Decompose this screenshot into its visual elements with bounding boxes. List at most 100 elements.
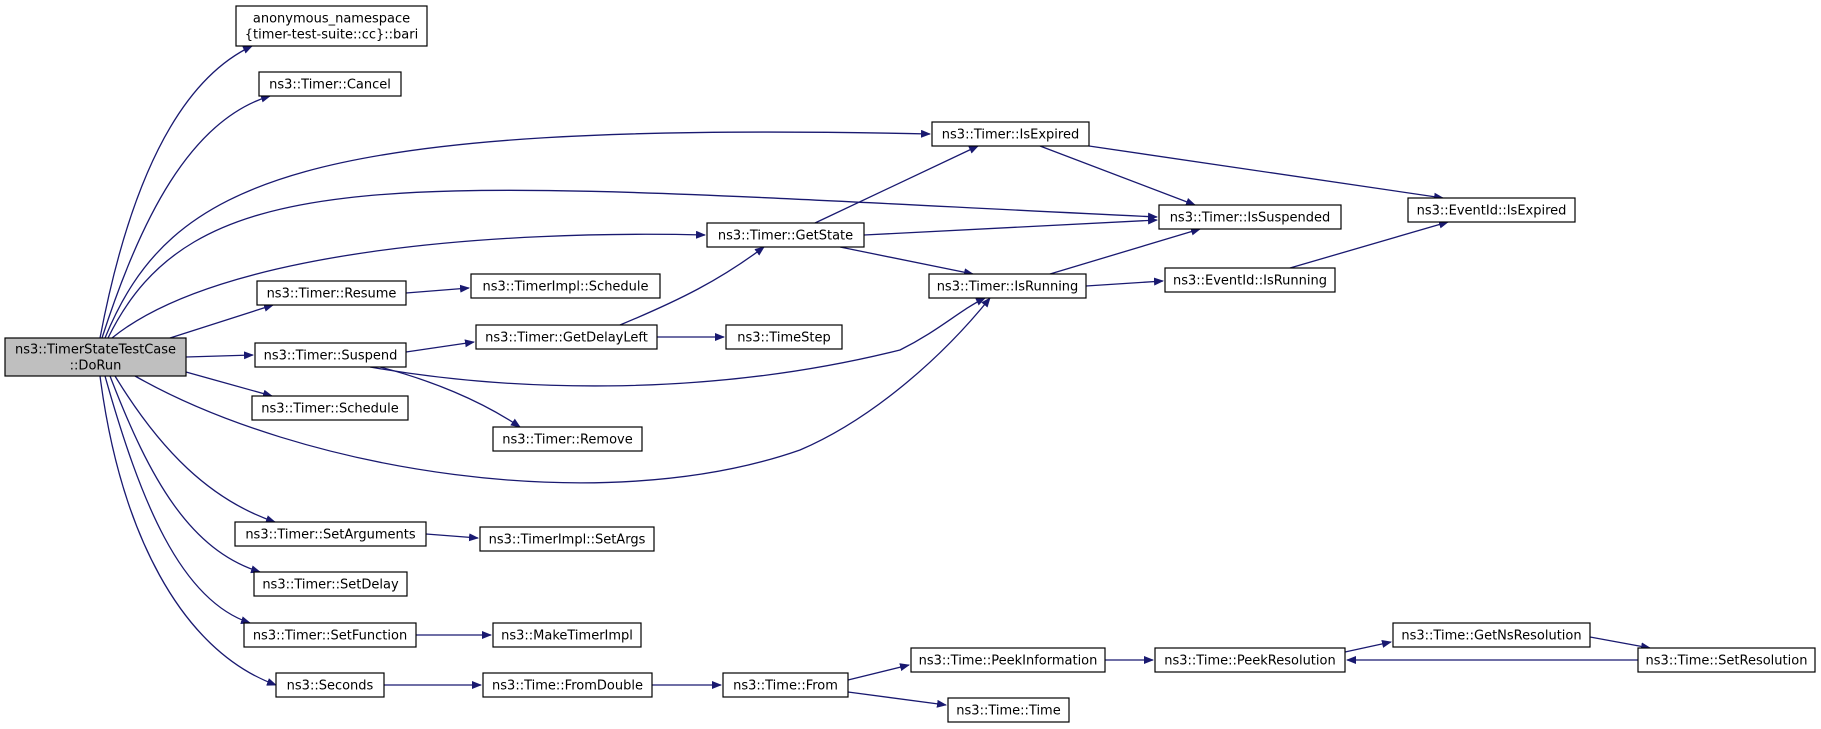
node-box[interactable]	[947, 697, 1070, 723]
node-from[interactable]: ns3::Time::From	[722, 672, 849, 698]
node-box[interactable]	[234, 521, 427, 547]
node-getdelayleft[interactable]: ns3::Timer::GetDelayLeft	[475, 324, 658, 350]
edge-isrunning-to-eid_isrunning	[1085, 277, 1164, 287]
node-issuspended[interactable]: ns3::Timer::IsSuspended	[1158, 204, 1342, 230]
node-fromdouble[interactable]: ns3::Time::FromDouble	[482, 672, 653, 698]
node-box[interactable]	[1154, 647, 1346, 673]
node-box[interactable]	[235, 5, 428, 47]
node-box[interactable]	[1158, 204, 1342, 230]
node-timestep[interactable]: ns3::TimeStep	[725, 324, 843, 350]
nodes-layer: ns3::TimerStateTestCase::DoRun anonymous_…	[4, 5, 1816, 723]
node-getstate[interactable]: ns3::Timer::GetState	[706, 222, 865, 248]
edge-from-to-time	[847, 691, 947, 708]
node-label: ns3::Timer::GetState	[718, 229, 853, 244]
edge-dorun-to-setfunction	[104, 375, 251, 624]
node-label: ns3::TimeStep	[737, 331, 830, 346]
node-label: ns3::Time::SetResolution	[1646, 654, 1808, 669]
node-box[interactable]	[1392, 622, 1591, 648]
node-label: ns3::Timer::Resume	[267, 287, 397, 302]
edge-getstate-to-issuspended	[863, 216, 1158, 236]
node-resume[interactable]: ns3::Timer::Resume	[256, 280, 407, 306]
node-setfunction[interactable]: ns3::Timer::SetFunction	[243, 622, 417, 648]
node-setarguments[interactable]: ns3::Timer::SetArguments	[234, 521, 427, 547]
edge-isrunning-to-issuspended	[1049, 227, 1201, 275]
node-getnsres[interactable]: ns3::Time::GetNsResolution	[1392, 622, 1591, 648]
node-bari[interactable]: anonymous_namespace{timer-test-suite::cc…	[235, 5, 428, 47]
node-eid_isexpired[interactable]: ns3::EventId::IsExpired	[1407, 197, 1576, 223]
node-box[interactable]	[492, 426, 643, 452]
edge-dorun-to-suspend	[185, 351, 254, 360]
node-setres[interactable]: ns3::Time::SetResolution	[1637, 647, 1816, 673]
node-box[interactable]	[931, 121, 1090, 147]
edge-dorun-to-setarguments	[114, 375, 276, 523]
node-peekres[interactable]: ns3::Time::PeekResolution	[1154, 647, 1346, 673]
node-box[interactable]	[479, 526, 655, 552]
node-box[interactable]	[492, 622, 642, 648]
node-label: ns3::Time::GetNsResolution	[1401, 629, 1581, 644]
edge-resume-to-impl_schedule	[405, 284, 470, 294]
edge-dorun-to-schedule	[185, 371, 273, 398]
node-setargs[interactable]: ns3::TimerImpl::SetArgs	[479, 526, 655, 552]
node-box[interactable]	[243, 622, 417, 648]
node-box[interactable]	[725, 324, 843, 350]
edge-getstate-to-isrunning	[839, 246, 974, 277]
node-label: ns3::Time::FromDouble	[492, 679, 643, 694]
node-label: ns3::EventId::IsExpired	[1417, 204, 1567, 219]
node-box[interactable]	[1637, 647, 1816, 673]
edge-getdelayleft-to-getstate	[619, 246, 765, 326]
edge-dorun-to-getstate	[111, 230, 706, 339]
edge-suspend-to-getdelayleft	[405, 339, 475, 353]
node-box[interactable]	[482, 672, 653, 698]
node-label: ns3::Timer::Schedule	[261, 402, 398, 417]
node-remove[interactable]: ns3::Timer::Remove	[492, 426, 643, 452]
node-setdelay[interactable]: ns3::Timer::SetDelay	[253, 571, 408, 597]
edge-suspend-to-isrunning	[369, 297, 986, 387]
node-cancel[interactable]: ns3::Timer::Cancel	[258, 71, 402, 97]
edge-dorun-to-resume	[169, 303, 274, 339]
node-box[interactable]	[470, 273, 661, 299]
node-box[interactable]	[258, 71, 402, 97]
node-box[interactable]	[1407, 197, 1576, 223]
node-peekinfo[interactable]: ns3::Time::PeekInformation	[910, 647, 1106, 673]
edge-isexpired-to-issuspended	[1039, 145, 1196, 206]
node-label: ns3::Timer::Cancel	[269, 78, 391, 93]
node-label: ns3::Timer::Remove	[502, 433, 633, 448]
edge-from-to-peekinfo	[847, 663, 910, 681]
node-box[interactable]	[254, 342, 407, 368]
node-box[interactable]	[253, 571, 408, 597]
node-suspend[interactable]: ns3::Timer::Suspend	[254, 342, 407, 368]
node-box[interactable]	[275, 672, 385, 698]
node-label: ns3::Timer::IsSuspended	[1170, 211, 1331, 226]
node-box[interactable]	[256, 280, 407, 306]
node-label: ns3::TimerImpl::Schedule	[482, 280, 648, 295]
node-box[interactable]	[4, 337, 187, 377]
node-eid_isrunning[interactable]: ns3::EventId::IsRunning	[1164, 267, 1336, 293]
node-box[interactable]	[706, 222, 865, 248]
edge-dorun-to-bari	[99, 45, 253, 339]
node-label: ns3::Timer::SetFunction	[253, 629, 407, 644]
node-label: ns3::MakeTimerImpl	[501, 629, 633, 644]
node-box[interactable]	[910, 647, 1106, 673]
node-box[interactable]	[928, 273, 1087, 299]
node-box[interactable]	[1164, 267, 1336, 293]
edge-suspend-to-remove	[379, 366, 521, 428]
node-time[interactable]: ns3::Time::Time	[947, 697, 1070, 723]
edges-layer	[99, 45, 1651, 708]
node-seconds[interactable]: ns3::Seconds	[275, 672, 385, 698]
node-maketimerimpl[interactable]: ns3::MakeTimerImpl	[492, 622, 642, 648]
node-label: ns3::TimerStateTestCase	[15, 343, 176, 358]
node-impl_schedule[interactable]: ns3::TimerImpl::Schedule	[470, 273, 661, 299]
edge-setarguments-to-setargs	[425, 533, 479, 542]
node-box[interactable]	[251, 395, 409, 421]
node-isexpired[interactable]: ns3::Timer::IsExpired	[931, 121, 1090, 147]
node-dorun[interactable]: ns3::TimerStateTestCase::DoRun	[4, 337, 187, 377]
node-label: ns3::Timer::IsRunning	[937, 280, 1079, 295]
edge-dorun-to-setdelay	[109, 375, 261, 574]
edge-dorun-to-seconds	[99, 375, 277, 686]
node-isrunning[interactable]: ns3::Timer::IsRunning	[928, 273, 1087, 299]
node-box[interactable]	[722, 672, 849, 698]
node-label: ns3::Timer::Suspend	[264, 349, 398, 364]
node-schedule[interactable]: ns3::Timer::Schedule	[251, 395, 409, 421]
node-box[interactable]	[475, 324, 658, 350]
